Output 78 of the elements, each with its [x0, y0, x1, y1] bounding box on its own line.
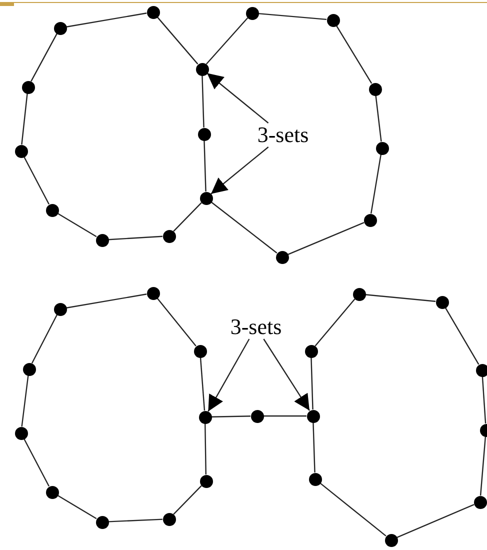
vertex-dot: [200, 474, 212, 488]
graph-edge: [206, 17, 248, 65]
vertex-dot: [54, 22, 66, 34]
vertex-dot: [46, 204, 58, 216]
graph-edge: [396, 504, 474, 538]
graph-edge: [288, 222, 364, 256]
graph-edge: [31, 314, 58, 364]
arrow: [263, 338, 310, 411]
callout-label: 3-sets: [220, 315, 292, 339]
graph-edge: [24, 438, 50, 487]
graph-edge: [310, 357, 314, 410]
graph-edge: [202, 75, 204, 128]
vertex-dot: [22, 362, 36, 376]
graph-edge: [375, 95, 382, 142]
graph-edge: [24, 156, 50, 205]
graph-edge: [200, 357, 206, 411]
graph-edge: [211, 416, 251, 418]
vertex-dot: [54, 302, 66, 316]
vertex-dot: [436, 296, 448, 308]
vertex-dot: [306, 410, 320, 422]
graph-edge: [57, 494, 97, 520]
graph-edge: [173, 202, 202, 232]
vertex-dot: [276, 250, 288, 264]
vertex-dot: [162, 512, 176, 526]
vertex-dot: [364, 214, 376, 226]
arrow: [210, 146, 269, 194]
vertex-dot: [196, 62, 208, 76]
graph-edge: [66, 294, 147, 308]
vertex-dot: [246, 6, 258, 20]
vertex-dot: [146, 286, 160, 300]
graph-edge: [314, 298, 356, 346]
callout-label: 3-sets: [247, 123, 319, 147]
vertex-dot: [304, 344, 318, 358]
graph-edge: [336, 25, 372, 84]
graph-edge: [108, 518, 163, 522]
graph-edge: [21, 375, 29, 427]
graph-edge: [57, 212, 97, 238]
graph-edge: [482, 376, 486, 424]
graph-edge: [66, 12, 147, 28]
vertex-dot: [162, 230, 176, 242]
arrow: [208, 338, 250, 412]
vertex-dot: [46, 486, 58, 498]
vertex-dot: [368, 82, 382, 96]
vertex-dot: [474, 496, 486, 508]
vertex-dot: [96, 516, 108, 528]
graph-edge: [156, 16, 198, 64]
graph-edge: [444, 307, 480, 365]
graph-edge: [370, 154, 382, 214]
graph-edge: [30, 33, 58, 82]
arrow: [206, 72, 269, 124]
graph-edge: [210, 202, 278, 254]
vertex-dot: [146, 6, 160, 18]
vertex-dot: [96, 234, 108, 246]
vertex-dot: [14, 144, 28, 158]
graph-edge: [258, 12, 327, 20]
graph-edge: [21, 93, 28, 145]
vertex-dot: [14, 426, 28, 440]
vertex-dot: [308, 472, 322, 486]
vertex-dot: [22, 80, 34, 94]
graph-edge: [365, 294, 436, 302]
vertex-dot: [352, 288, 366, 300]
vertex-dot: [194, 344, 206, 358]
graph-edge: [320, 482, 386, 536]
vertex-dot: [326, 14, 340, 26]
graph-edge: [156, 298, 196, 346]
graph-edge: [312, 422, 316, 473]
vertex-dot: [384, 534, 398, 546]
graph-edge: [204, 140, 206, 192]
graph-edge: [264, 415, 306, 417]
vertex-dot: [376, 142, 388, 154]
graph-edge: [108, 236, 163, 240]
graph-edge: [173, 485, 202, 515]
vertex-dot: [476, 364, 487, 376]
vertex-dot: [250, 410, 264, 422]
vertex-dot: [200, 192, 212, 204]
vertex-dot: [198, 128, 210, 140]
graph-edge: [204, 423, 206, 475]
vertex-dot: [198, 410, 212, 424]
